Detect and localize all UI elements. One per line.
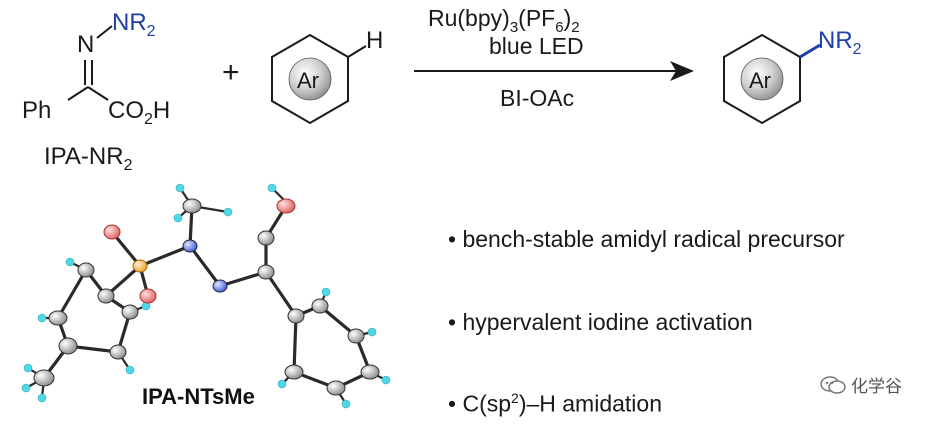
bullet-text-pre: C(sp	[462, 390, 512, 417]
s-atom	[132, 259, 148, 273]
product-nr2-group: NR2	[818, 27, 862, 58]
c-h-bond	[347, 45, 367, 58]
catalyst-text: Ru(bpy)3(PF6)2	[428, 5, 580, 36]
wechat-icon	[820, 375, 846, 394]
bullet-symbol: •	[448, 309, 457, 335]
n-atoms	[182, 239, 228, 293]
h-bonds	[24, 186, 388, 406]
reaction-arrow: Ru(bpy)3(PF6)2 blue LED BI-OAc	[414, 5, 694, 111]
reagent-arene: Ar H	[271, 27, 383, 125]
crystal-structure	[21, 183, 391, 409]
bullet-text-post: )–H amidation	[518, 390, 662, 417]
bullet-text-sup: 2	[511, 390, 519, 406]
ar-ball	[288, 57, 332, 101]
heavy-bonds	[42, 204, 372, 390]
watermark: 化学谷	[820, 372, 902, 397]
reagent-1-label: IPA-NR2	[44, 143, 133, 174]
nr2-group: NR2	[112, 9, 156, 40]
nn-bond	[96, 25, 113, 39]
crystal-structure-label: IPA-NTsMe	[142, 384, 255, 409]
ar-label: Ar	[297, 68, 319, 93]
bullet-ch-amidation: • C(sp2)–H amidation	[448, 390, 662, 418]
c-atoms	[33, 198, 380, 396]
light-text: blue LED	[489, 33, 584, 59]
bullet-iodine-activation: • hypervalent iodine activation	[448, 309, 753, 336]
o-atoms	[103, 198, 296, 304]
plus-sign: +	[222, 56, 240, 89]
product-aryl-amine: Ar NR2	[723, 27, 862, 125]
product-ar-ball	[740, 57, 784, 101]
bullet-text: hypervalent iodine activation	[462, 309, 753, 335]
c-ph-bond	[67, 86, 89, 101]
product-ar-label: Ar	[749, 68, 771, 93]
imine-n-atom: N	[77, 31, 94, 58]
c-n-bond	[799, 43, 821, 59]
c-co2h-bond	[87, 86, 109, 101]
h-atoms	[21, 183, 391, 409]
bullet-bench-stable: • bench-stable amidyl radical precursor	[448, 226, 845, 253]
bullet-symbol: •	[448, 226, 457, 252]
oxidant-text: BI-OAc	[500, 85, 574, 111]
reagent-ipa-nr2: N NR2 Ph CO2H IPA-NR2	[22, 9, 170, 174]
h-atom: H	[366, 27, 383, 54]
watermark-text: 化学谷	[851, 377, 902, 397]
co2h-group: CO2H	[108, 97, 170, 128]
ph-group: Ph	[22, 97, 51, 124]
bullet-symbol: •	[448, 390, 457, 417]
bullet-text: bench-stable amidyl radical precursor	[462, 226, 845, 252]
